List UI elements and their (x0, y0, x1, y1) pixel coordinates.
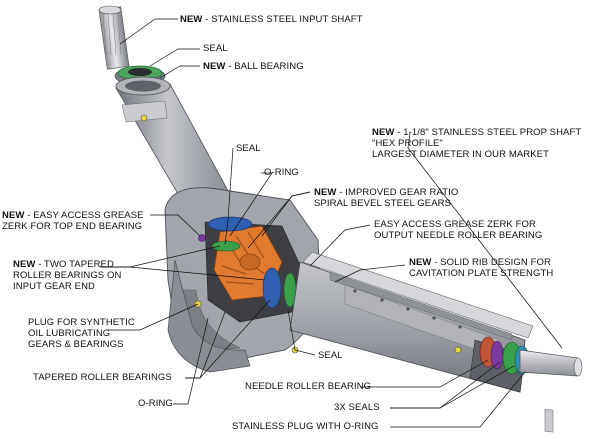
label-seal-bottom: SEAL (318, 350, 343, 361)
leader-lines (100, 18, 563, 428)
label-oring-mid: O-RING (264, 167, 299, 178)
label-stainless-plug: STAINLESS PLUG WITH O-RING (232, 421, 379, 432)
label-seal-top: SEAL (203, 43, 228, 54)
label-grease-top: NEW - EASY ACCESS GREASE ZERK FOR TOP EN… (2, 210, 144, 232)
input-shaft (98, 5, 130, 70)
grease-zerk-upper-icon (140, 114, 148, 122)
grease-zerk-top-icon (198, 234, 206, 242)
prop-shaft (519, 349, 583, 433)
label-input-shaft: NEW - STAINLESS STEEL INPUT SHAFT (180, 14, 363, 25)
label-grease-output: EASY ACCESS GREASE ZERK FOR OUTPUT NEEDL… (374, 219, 543, 241)
label-needle-roller: NEEDLE ROLLER BEARING (245, 381, 372, 392)
label-oring-bottom: O-RING (138, 398, 173, 409)
grease-zerk-needle-icon (454, 346, 462, 354)
label-ball-bearing: NEW - BALL BEARING (203, 61, 304, 72)
label-gear-ratio: NEW - IMPROVED GEAR RATIO SPIRAL BEVEL S… (314, 187, 459, 209)
label-seal-mid: SEAL (236, 143, 261, 154)
label-3x-seals: 3X SEALS (334, 402, 380, 413)
label-prop-shaft: NEW - 1-1/8" STAINLESS STEEL PROP SHAFT … (372, 127, 582, 160)
label-plug: PLUG FOR SYNTHETIC OIL LUBRICATING GEARS… (28, 317, 135, 350)
tapered-roller-bearings (207, 216, 297, 309)
label-solid-rib: NEW - SOLID RIB DESIGN FOR CAVITATION PL… (409, 257, 554, 279)
label-tapered-roller: TAPERED ROLLER BEARINGS (33, 372, 172, 383)
label-tapered-new: NEW - TWO TAPERED ROLLER BEARINGS ON INP… (13, 259, 122, 292)
lower-housing-arm (289, 251, 534, 393)
